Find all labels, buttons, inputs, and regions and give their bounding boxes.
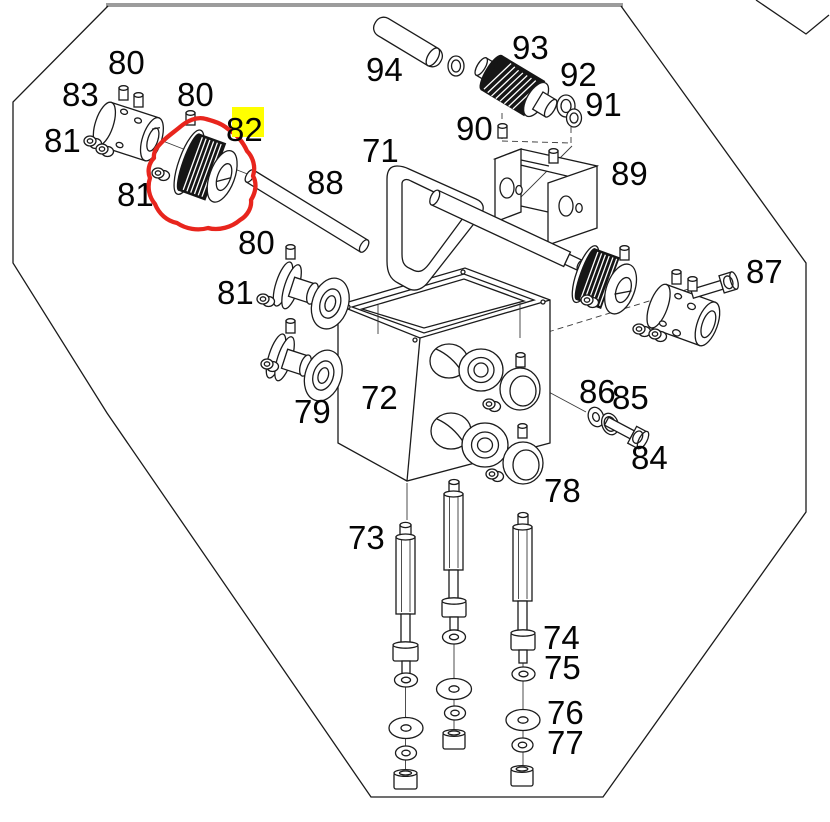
part-label-92[interactable]: 92: [560, 56, 597, 93]
part-label-74[interactable]: 74: [543, 619, 580, 656]
pulley-right-drawing: [571, 245, 638, 315]
ring-icon: [447, 55, 465, 77]
part-label-80-c[interactable]: 80: [238, 224, 275, 261]
part-79-upper-drawing: [272, 261, 350, 330]
part-83-drawing: [92, 101, 164, 162]
part-label-81-a[interactable]: 81: [44, 122, 81, 159]
part-label-80-a[interactable]: 80: [108, 44, 145, 81]
coupling-right-drawing: [646, 283, 721, 347]
part-label-85[interactable]: 85: [612, 379, 649, 416]
part-label-77[interactable]: 77: [547, 724, 584, 761]
part-label-75[interactable]: 75: [544, 649, 581, 686]
corner-mark: [755, 0, 830, 35]
part-label-84[interactable]: 84: [631, 439, 668, 476]
part-label-81-b[interactable]: 81: [117, 176, 154, 213]
highlight-82: [232, 107, 264, 137]
diagram-border: [12, 0, 830, 798]
part-label-80-b[interactable]: 80: [177, 76, 214, 113]
part-label-73[interactable]: 73: [348, 519, 385, 556]
part-label-83[interactable]: 83: [62, 76, 99, 113]
part-74-77-drawing: [505, 511, 541, 787]
part-94-drawing: [372, 16, 444, 68]
part-label-90[interactable]: 90: [456, 110, 493, 147]
part-78-lower-drawing: [430, 412, 544, 485]
part-label-93[interactable]: 93: [512, 29, 549, 66]
part-label-94[interactable]: 94: [366, 51, 403, 88]
part-label-87[interactable]: 87: [746, 253, 783, 290]
part-label-82[interactable]: 82: [226, 111, 263, 148]
part-79-lower-drawing: [265, 333, 343, 402]
dowel-pins-80: [118, 85, 698, 439]
part-label-72[interactable]: 72: [361, 379, 398, 416]
part-82-drawing: [173, 129, 238, 203]
part-label-71[interactable]: 71: [362, 132, 399, 169]
part-label-89[interactable]: 89: [611, 155, 648, 192]
part-84-drawing: [603, 416, 650, 450]
part-78-upper-drawing: [429, 343, 541, 411]
part-label-86[interactable]: 86: [579, 373, 616, 410]
part-label-76[interactable]: 76: [547, 694, 584, 731]
part-label-91[interactable]: 91: [585, 86, 622, 123]
part-73-drawing: [388, 521, 424, 790]
part-label-81-c[interactable]: 81: [217, 274, 254, 311]
part-label-78[interactable]: 78: [544, 472, 581, 509]
part-label-88[interactable]: 88: [307, 164, 344, 201]
part-86-drawing: [587, 406, 605, 428]
set-screws-81: [83, 135, 668, 483]
stud-middle-drawing: [435, 478, 473, 750]
part-93-drawing: [474, 54, 558, 118]
part-88-drawing: [244, 169, 370, 253]
selection-circle: [146, 115, 258, 232]
part-91-drawing: [565, 108, 583, 128]
part-label-79[interactable]: 79: [294, 393, 331, 430]
part-87-drawing: [689, 271, 739, 300]
part-89-drawing: [492, 148, 600, 246]
